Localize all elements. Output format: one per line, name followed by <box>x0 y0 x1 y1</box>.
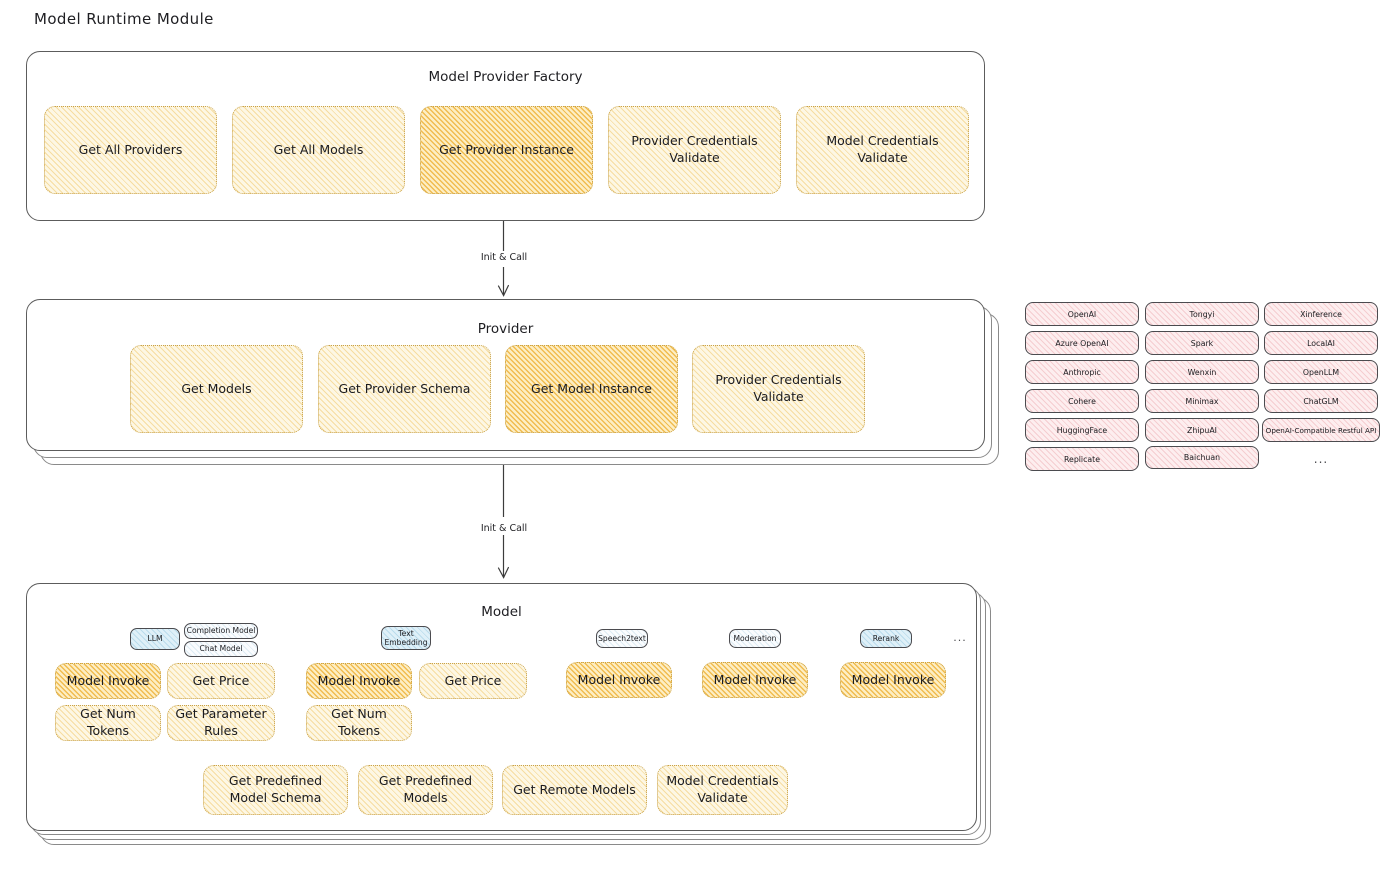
provider-pill-localai[interactable]: LocalAI <box>1264 331 1378 355</box>
provider-pill-spark[interactable]: Spark <box>1145 331 1259 355</box>
model-subtype-pill-chat-model[interactable]: Chat Model <box>184 641 258 657</box>
model-card-get-predefined-models[interactable]: Get Predefined Models <box>358 765 493 815</box>
text-embedding-card-get-price[interactable]: Get Price <box>419 663 527 699</box>
provider-title: Provider <box>477 321 534 337</box>
provider-list-more: ... <box>1313 452 1329 466</box>
model-provider-factory-title: Model Provider Factory <box>428 69 583 85</box>
provider-pill-chatglm[interactable]: ChatGLM <box>1264 389 1378 413</box>
factory-card-get-all-models[interactable]: Get All Models <box>232 106 405 194</box>
model-subtype-pill-completion-model[interactable]: Completion Model <box>184 623 258 639</box>
provider-pill-azure-openai[interactable]: Azure OpenAI <box>1025 331 1139 355</box>
moderation-card-model-invoke[interactable]: Model Invoke <box>702 662 808 698</box>
model-card-model-credentials-validate[interactable]: Model Credentials Validate <box>657 765 788 815</box>
provider-pill-openai[interactable]: OpenAI <box>1025 302 1139 326</box>
arrow-provider-to-model-label: Init & Call <box>480 523 528 534</box>
factory-card-model-credentials-validate[interactable]: Model Credentials Validate <box>796 106 969 194</box>
factory-card-provider-credentials-validate[interactable]: Provider Credentials Validate <box>608 106 781 194</box>
provider-pill-openai-compatible-restful-api[interactable]: OpenAI-Compatible Restful API <box>1262 418 1380 442</box>
arrow-factory-to-provider-label: Init & Call <box>480 252 528 263</box>
provider-pill-minimax[interactable]: Minimax <box>1145 389 1259 413</box>
model-type-pill-speech2text[interactable]: Speech2text <box>596 629 648 648</box>
provider-card-get-models[interactable]: Get Models <box>130 345 303 433</box>
model-card-get-predefined-model-schema[interactable]: Get Predefined Model Schema <box>203 765 348 815</box>
provider-card-get-provider-schema[interactable]: Get Provider Schema <box>318 345 491 433</box>
provider-card-provider-credentials-validate[interactable]: Provider Credentials Validate <box>692 345 865 433</box>
provider-pill-cohere[interactable]: Cohere <box>1025 389 1139 413</box>
factory-card-get-provider-instance[interactable]: Get Provider Instance <box>420 106 593 194</box>
speech2text-card-model-invoke[interactable]: Model Invoke <box>566 662 672 698</box>
text-embedding-card-get-num-tokens[interactable]: Get Num Tokens <box>306 705 412 741</box>
model-title: Model <box>481 604 522 620</box>
provider-pill-openllm[interactable]: OpenLLM <box>1264 360 1378 384</box>
model-card-get-remote-models[interactable]: Get Remote Models <box>502 765 647 815</box>
llm-card-get-num-tokens[interactable]: Get Num Tokens <box>55 705 161 741</box>
llm-card-model-invoke[interactable]: Model Invoke <box>55 663 161 699</box>
text-embedding-card-model-invoke[interactable]: Model Invoke <box>306 663 412 699</box>
model-types-more: ... <box>953 631 967 644</box>
provider-card-get-model-instance[interactable]: Get Model Instance <box>505 345 678 433</box>
provider-pill-replicate[interactable]: Replicate <box>1025 447 1139 471</box>
llm-card-get-price[interactable]: Get Price <box>167 663 275 699</box>
provider-pill-baichuan[interactable]: Baichuan <box>1145 446 1259 469</box>
model-type-pill-moderation[interactable]: Moderation <box>729 629 781 648</box>
model-type-pill-rerank[interactable]: Rerank <box>860 629 912 648</box>
llm-card-get-parameter-rules[interactable]: Get Parameter Rules <box>167 705 275 741</box>
factory-card-get-all-providers[interactable]: Get All Providers <box>44 106 217 194</box>
rerank-card-model-invoke[interactable]: Model Invoke <box>840 662 946 698</box>
provider-pill-anthropic[interactable]: Anthropic <box>1025 360 1139 384</box>
provider-pill-zhipuai[interactable]: ZhipuAI <box>1145 418 1259 442</box>
provider-pill-xinference[interactable]: Xinference <box>1264 302 1378 326</box>
model-type-pill-text-embedding[interactable]: Text Embedding <box>381 626 431 650</box>
provider-pill-tongyi[interactable]: Tongyi <box>1145 302 1259 326</box>
provider-pill-wenxin[interactable]: Wenxin <box>1145 360 1259 384</box>
arrow-provider-to-model <box>497 465 509 579</box>
arrow-factory-to-provider <box>497 221 509 297</box>
page-title: Model Runtime Module <box>34 10 214 28</box>
provider-pill-huggingface[interactable]: HuggingFace <box>1025 418 1139 442</box>
model-type-pill-llm[interactable]: LLM <box>130 628 180 650</box>
